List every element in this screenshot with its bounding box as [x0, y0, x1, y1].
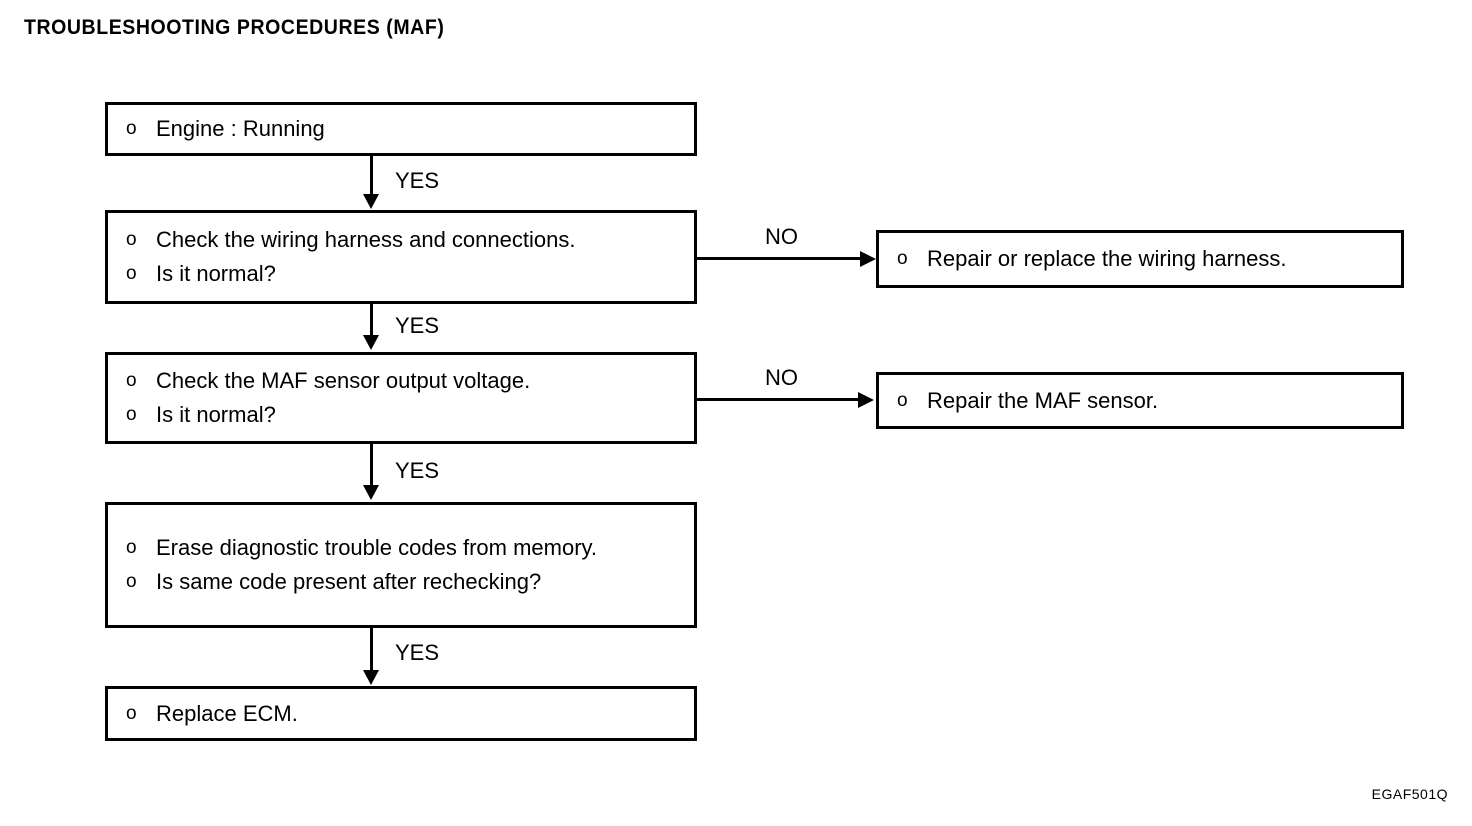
bullet-glyph: o [897, 248, 908, 269]
node-erase-codes[interactable]: o Erase diagnostic trouble codes from me… [105, 502, 697, 628]
node-line-text: Repair or replace the wiring harness. [927, 246, 1287, 271]
node-line-text: Is it normal? [156, 261, 276, 286]
node-check-wiring[interactable]: o Check the wiring harness and connectio… [105, 210, 697, 304]
node-engine-running[interactable]: o Engine : Running [105, 102, 697, 156]
node-check-maf-voltage-lines: o Check the MAF sensor output voltage. o… [126, 355, 688, 441]
connector-no-2-arrowhead [858, 392, 874, 408]
connector-yes-4-line [370, 628, 373, 672]
node-line: o Is same code present after rechecking? [126, 565, 604, 599]
node-line-text: Check the MAF sensor output voltage. [156, 368, 531, 393]
node-line-text: Check the wiring harness and connections… [156, 227, 576, 252]
connector-yes-1-line [370, 156, 373, 196]
bullet-glyph: o [126, 118, 137, 139]
node-line: o Check the wiring harness and connectio… [126, 223, 688, 257]
node-line-text: Erase diagnostic trouble codes from memo… [156, 535, 597, 560]
bullet-glyph: o [126, 537, 137, 558]
connector-no-2-line [697, 398, 860, 401]
node-line: o Erase diagnostic trouble codes from me… [126, 531, 604, 565]
bullet-glyph: o [126, 702, 137, 724]
node-engine-running-lines: o Engine : Running [126, 105, 688, 153]
edge-label-yes-3: YES [395, 458, 440, 483]
edge-label-yes-1: YES [395, 168, 440, 193]
connector-yes-2-arrowhead [363, 335, 379, 350]
node-repair-maf-lines: o Repair the MAF sensor. [897, 375, 1395, 426]
edge-label-no-1: NO [765, 224, 798, 249]
connector-yes-3-arrowhead [363, 485, 379, 500]
node-line: o Repair or replace the wiring harness. [897, 242, 1395, 276]
node-line: o Check the MAF sensor output voltage. [126, 364, 688, 398]
edge-label-yes-2: YES [395, 313, 440, 338]
node-check-maf-voltage[interactable]: o Check the MAF sensor output voltage. o… [105, 352, 697, 444]
bullet-glyph: o [126, 229, 137, 250]
connector-yes-4-arrowhead [363, 670, 379, 685]
bullet-glyph: o [126, 370, 137, 391]
bullet-glyph: o [126, 571, 137, 592]
edge-label-yes-4: YES [395, 640, 440, 665]
node-line: o Is it normal? [126, 257, 688, 291]
node-line-text: Repair the MAF sensor. [927, 387, 1159, 413]
node-repair-wiring-lines: o Repair or replace the wiring harness. [897, 233, 1395, 285]
node-line-text: Is same code present after rechecking? [156, 569, 542, 594]
connector-yes-1-arrowhead [363, 194, 379, 209]
node-check-wiring-lines: o Check the wiring harness and connectio… [126, 213, 688, 301]
bullet-glyph: o [126, 263, 137, 284]
node-erase-codes-lines: o Erase diagnostic trouble codes from me… [126, 505, 604, 625]
figure-code: EGAF501Q [1371, 786, 1448, 802]
connector-yes-2-line [370, 304, 373, 337]
node-line-text: Is it normal? [156, 402, 276, 427]
node-replace-ecm[interactable]: o Replace ECM. [105, 686, 697, 741]
node-line-text: Replace ECM. [156, 700, 298, 726]
node-line-text: Engine : Running [156, 116, 325, 141]
connector-yes-3-line [370, 444, 373, 487]
edge-label-no-2: NO [765, 365, 798, 390]
node-line: o Is it normal? [126, 398, 688, 432]
connector-no-1-arrowhead [860, 251, 876, 267]
node-replace-ecm-lines: o Replace ECM. [126, 689, 688, 738]
bullet-glyph: o [897, 389, 908, 411]
bullet-glyph: o [126, 404, 137, 425]
node-line: o Replace ECM. [126, 697, 688, 731]
connector-no-1-line [697, 257, 862, 260]
node-repair-maf[interactable]: o Repair the MAF sensor. [876, 372, 1404, 429]
node-repair-wiring[interactable]: o Repair or replace the wiring harness. [876, 230, 1404, 288]
node-line: o Repair the MAF sensor. [897, 384, 1395, 418]
page-title: TROUBLESHOOTING PROCEDURES (MAF) [24, 16, 445, 39]
node-line: o Engine : Running [126, 112, 688, 146]
